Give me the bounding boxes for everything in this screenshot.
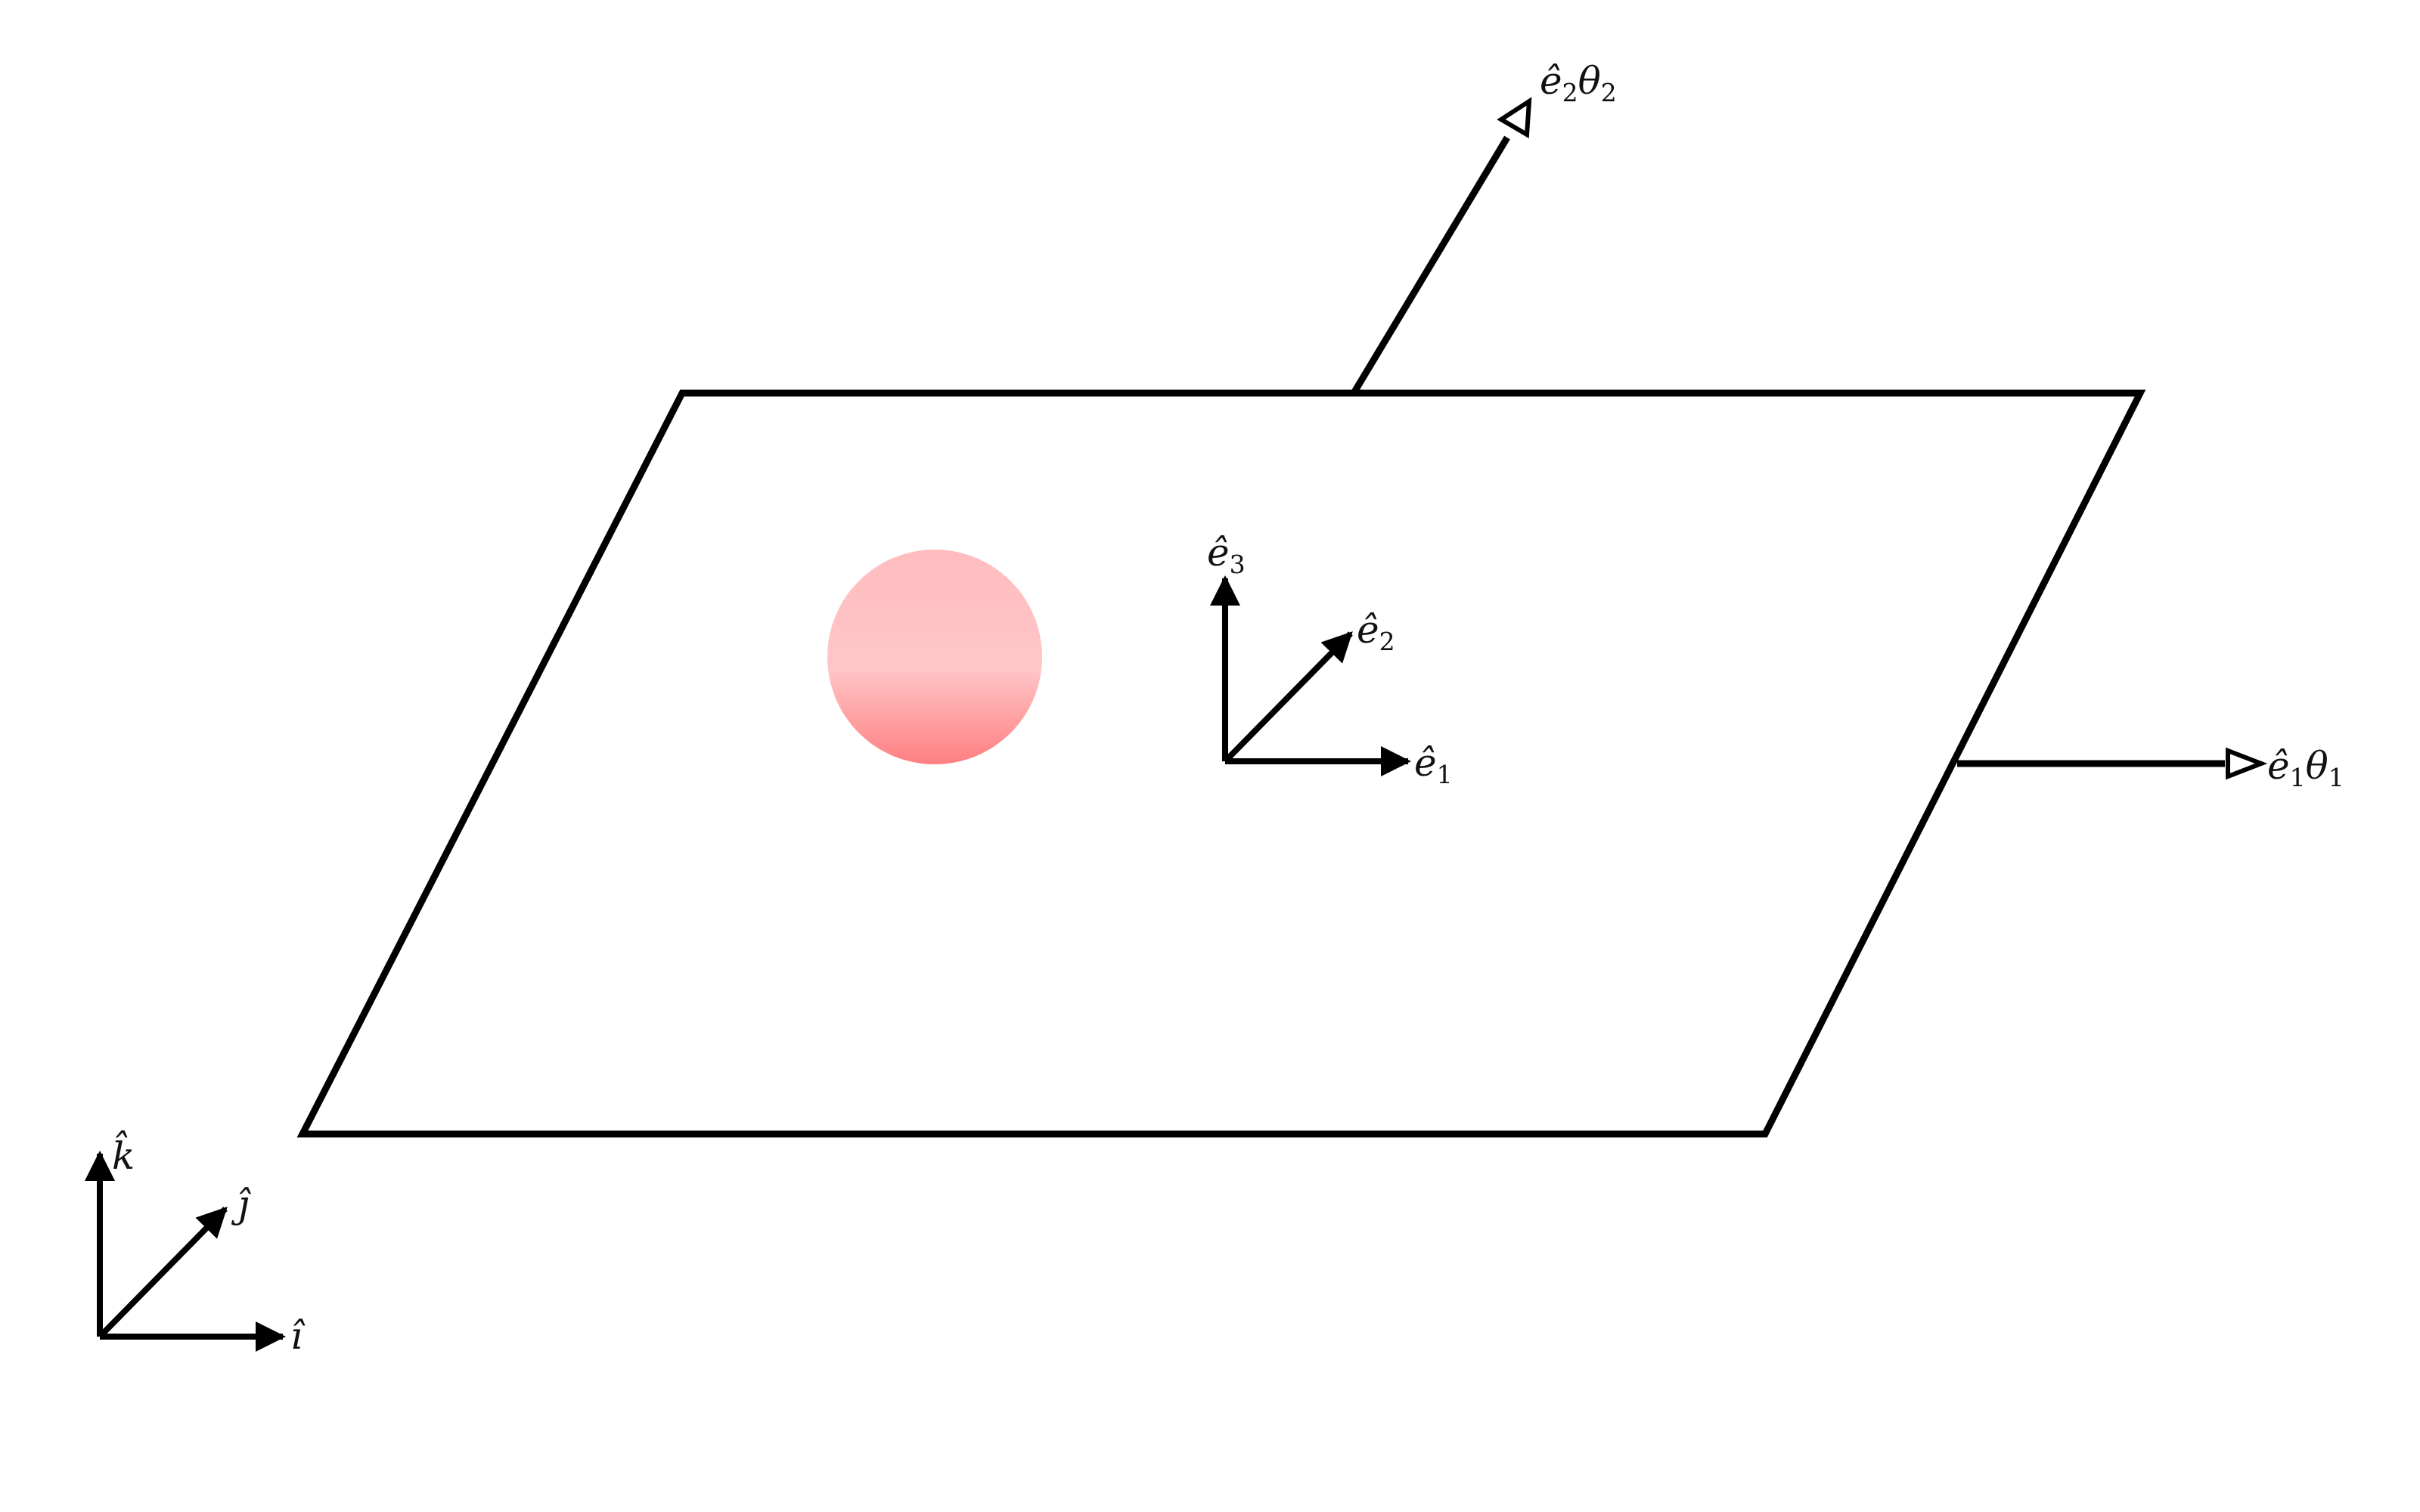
e2-axis: [1223, 631, 1353, 764]
theta1-label: ê1θ1: [2267, 744, 2344, 792]
j-axis: [98, 1207, 228, 1339]
plate-outline: [296, 389, 2146, 1138]
open-arrowhead-theta2: [1497, 97, 1532, 139]
e3-label: ê3: [1207, 531, 1246, 579]
open-arrowhead-theta1: [2226, 747, 2268, 780]
theta2-label: ê2θ2: [1540, 59, 1617, 107]
world-frame: [85, 1151, 286, 1352]
sphere: [827, 550, 1042, 764]
rotation-axis-theta1: [1957, 747, 2268, 780]
rotation-axis-theta2: [1351, 97, 1532, 395]
e1-label: ê1: [1414, 741, 1453, 789]
body-frame: [1210, 575, 1411, 776]
i-label: î: [290, 1314, 306, 1358]
k-label: k̂: [112, 1129, 135, 1178]
j-label: ĵ: [231, 1182, 251, 1226]
e2-label: ê2: [1357, 608, 1395, 656]
